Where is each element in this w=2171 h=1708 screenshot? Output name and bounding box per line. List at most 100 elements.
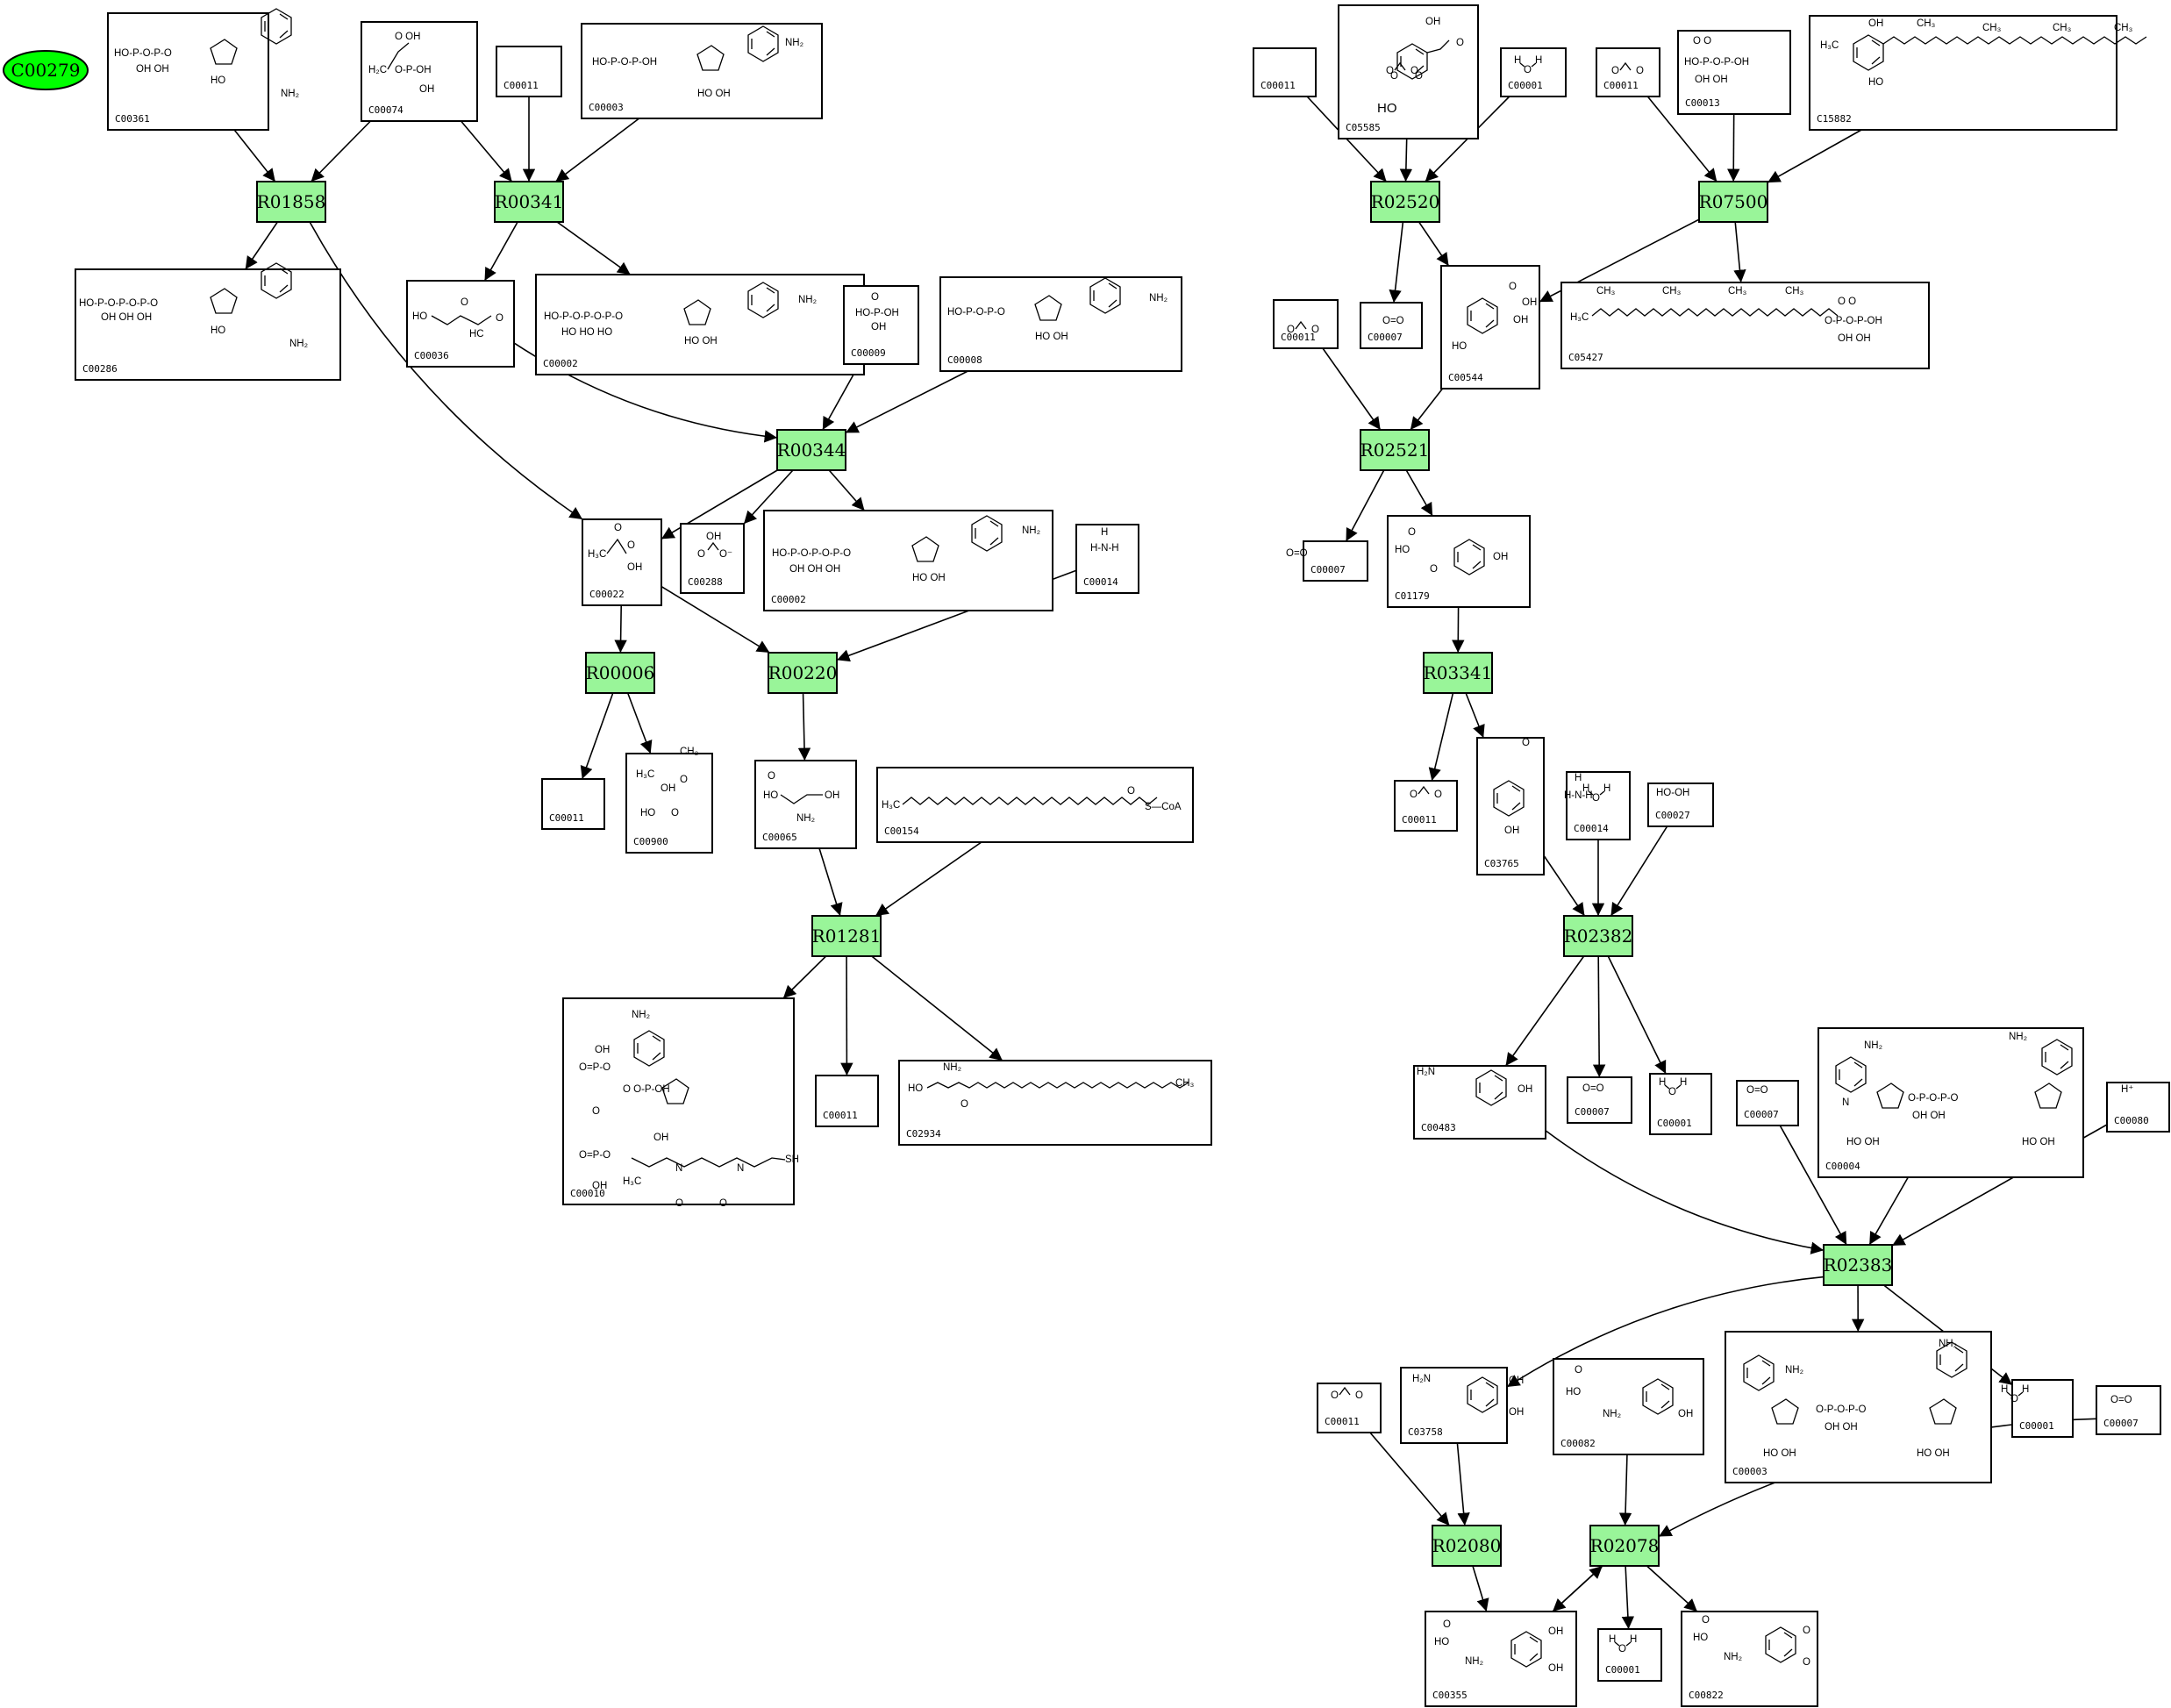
- edge-arrow: [1399, 138, 1413, 182]
- compound-c00007[interactable]: C00007: [1303, 540, 1368, 582]
- compound-id-label: C03758: [1408, 1426, 1443, 1438]
- compound-c00011[interactable]: C00011: [541, 778, 605, 830]
- compound-id-label: C05585: [1346, 122, 1381, 133]
- reaction-id-label: R01858: [257, 191, 326, 212]
- compound-c00483[interactable]: C00483: [1413, 1065, 1546, 1140]
- svg-text:H₃C: H₃C: [588, 549, 606, 560]
- compound-c00011[interactable]: C00011: [815, 1075, 879, 1127]
- svg-text:HO-P-OH: HO-P-OH: [855, 308, 899, 318]
- compound-c00011[interactable]: C00011: [1317, 1383, 1382, 1433]
- reaction-r02382[interactable]: R02382: [1563, 915, 1633, 957]
- compound-c00007[interactable]: C00007: [2096, 1385, 2161, 1435]
- reaction-r03341[interactable]: R03341: [1423, 652, 1493, 694]
- svg-text:HO-P-O-P-O: HO-P-O-P-O: [114, 48, 172, 59]
- compound-c00355[interactable]: C00355: [1425, 1611, 1577, 1707]
- reaction-id-label: R01281: [812, 925, 882, 947]
- compound-c00011[interactable]: C00011: [1596, 47, 1660, 97]
- compound-c00036[interactable]: C00036: [406, 280, 515, 368]
- compound-c00154[interactable]: C00154: [876, 767, 1194, 843]
- reaction-r00006[interactable]: R00006: [585, 652, 655, 694]
- svg-text:HO OH: HO OH: [1917, 1448, 1950, 1459]
- svg-text:OH: OH: [706, 532, 721, 542]
- compound-box: [406, 280, 515, 368]
- compound-c00027[interactable]: C00027: [1647, 783, 1714, 827]
- svg-text:H-N-H: H-N-H: [1090, 543, 1119, 554]
- reaction-r01281[interactable]: R01281: [811, 915, 882, 957]
- compound-c00011[interactable]: C00011: [1394, 780, 1458, 832]
- edge-arrow: [1345, 469, 1385, 542]
- compound-c01179[interactable]: C01179: [1387, 515, 1531, 608]
- svg-text:O⁻: O⁻: [719, 549, 732, 560]
- edge-arrow: [580, 692, 614, 780]
- edge-arrow: [871, 955, 1003, 1061]
- compound-c02934[interactable]: C02934: [898, 1060, 1212, 1146]
- reaction-r07500[interactable]: R07500: [1698, 181, 1768, 223]
- svg-text:OH: OH: [871, 322, 886, 332]
- svg-text:NH₂: NH₂: [1603, 1409, 1621, 1419]
- compound-c00010[interactable]: C00010: [562, 997, 795, 1205]
- compound-c03758[interactable]: C03758: [1400, 1367, 1508, 1444]
- compound-c00013[interactable]: C00013: [1677, 30, 1791, 115]
- compound-box: [1338, 4, 1479, 139]
- compound-c00011[interactable]: C00011: [496, 46, 562, 97]
- edge-arrow: [614, 604, 627, 654]
- reaction-r02520[interactable]: R02520: [1370, 181, 1440, 223]
- compound-c00900[interactable]: C00900: [625, 753, 713, 854]
- compound-c00003[interactable]: C00003: [581, 23, 823, 119]
- svg-text:CH₃: CH₃: [2053, 23, 2072, 33]
- compound-c05427[interactable]: C05427: [1560, 282, 1930, 369]
- compound-c03765[interactable]: C03765: [1476, 737, 1545, 875]
- svg-text:CH₃: CH₃: [2114, 23, 2133, 33]
- svg-text:HO: HO: [640, 808, 655, 818]
- compound-c00001[interactable]: C00001: [1500, 47, 1567, 97]
- compound-c00011[interactable]: C00011: [1273, 299, 1339, 349]
- reaction-r02521[interactable]: R02521: [1360, 429, 1430, 471]
- compound-c00008[interactable]: C00008: [939, 276, 1182, 372]
- reaction-r02080[interactable]: R02080: [1432, 1525, 1502, 1567]
- compound-c00014[interactable]: C00014: [1075, 524, 1139, 594]
- compound-c00080[interactable]: C00080: [2106, 1082, 2170, 1133]
- compound-c00074[interactable]: C00074: [361, 21, 478, 122]
- compound-id-label: C00009: [851, 347, 886, 359]
- reaction-box: [1360, 429, 1430, 471]
- reaction-r00341[interactable]: R00341: [494, 181, 564, 223]
- svg-text:OH: OH: [419, 84, 434, 95]
- compound-c00022[interactable]: C00022: [582, 518, 662, 606]
- svg-text:O: O: [627, 540, 635, 551]
- edge-arrow: [245, 221, 279, 270]
- reaction-r02078[interactable]: R02078: [1589, 1525, 1660, 1567]
- compound-c00002[interactable]: C00002: [763, 510, 1053, 611]
- reaction-id-label: R02383: [1824, 1254, 1893, 1276]
- compound-c00065[interactable]: C00065: [754, 760, 857, 849]
- edge-arrow: [1369, 1432, 1450, 1526]
- compound-c00011[interactable]: C00011: [1253, 47, 1317, 97]
- compound-id-label: C00355: [1432, 1690, 1468, 1701]
- compound-c00544[interactable]: C00544: [1440, 265, 1540, 389]
- svg-text:HO OH: HO OH: [1763, 1448, 1796, 1459]
- edge-arrow: [1418, 221, 1450, 267]
- compound-c00014[interactable]: C00014: [1566, 771, 1631, 840]
- compound-c00286[interactable]: C00286: [75, 268, 341, 381]
- compound-c15882[interactable]: C15882: [1809, 15, 2117, 131]
- compound-id-label: C02934: [906, 1128, 941, 1140]
- compound-c00361[interactable]: C00361: [107, 12, 269, 131]
- compound-c05585[interactable]: C05585: [1338, 4, 1479, 139]
- svg-text:O: O: [1443, 1619, 1451, 1630]
- compound-c00001[interactable]: C00001: [2011, 1379, 2074, 1438]
- reaction-r02383[interactable]: R02383: [1823, 1244, 1893, 1286]
- svg-text:HO: HO: [1377, 101, 1397, 116]
- compound-c00003[interactable]: C00003: [1725, 1331, 1992, 1483]
- compound-id-label: C00003: [1732, 1466, 1768, 1477]
- reaction-r00220[interactable]: R00220: [768, 652, 838, 694]
- compound-c00288[interactable]: C00288: [680, 523, 745, 594]
- reaction-r00344[interactable]: R00344: [776, 429, 846, 471]
- reaction-r01858[interactable]: R01858: [256, 181, 326, 223]
- compound-c00082[interactable]: C00082: [1553, 1358, 1704, 1455]
- edge-arrow: [1545, 1130, 1825, 1254]
- compound-c00009[interactable]: C00009: [843, 285, 919, 365]
- source-node[interactable]: C00279: [3, 50, 89, 90]
- compound-c00822[interactable]: C00822: [1681, 1611, 1818, 1707]
- source-node-label: C00279: [11, 60, 81, 81]
- reaction-box: [494, 181, 564, 223]
